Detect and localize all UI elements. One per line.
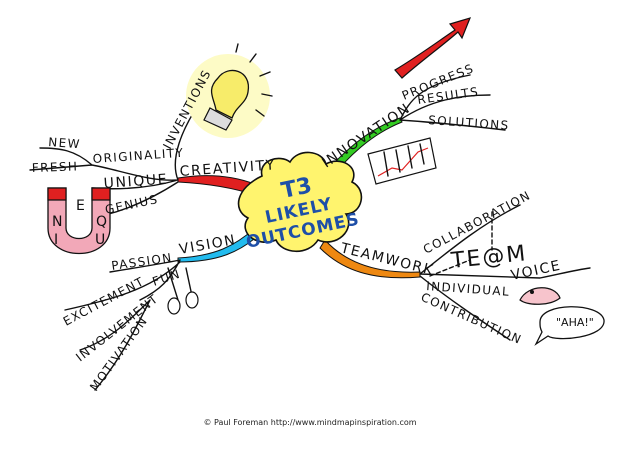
central-cloud [237,151,363,253]
label-originality: ORIGINALITY [92,146,184,166]
credit-footer: © Paul Foreman http://www.mindmapinspira… [203,418,417,427]
label-individual: INDIVIDUAL [426,279,511,299]
balloons-icon [167,267,199,315]
magnet-letter-q: Q [96,214,109,230]
speech-bubble-icon [534,306,605,346]
magnet-icon [47,187,111,255]
creativity-sub-lines [29,94,206,216]
magnet-letter-i: I [54,232,60,248]
label-unique: UNIQUE [103,172,169,192]
label-solutions: SOLUTIONS [428,113,510,133]
magnet-letter-e: E [76,198,86,214]
label-passion: PASSION [110,251,173,273]
label-genius: GENIUS [104,192,160,217]
center-title: T3 [279,173,314,204]
magnet-letter-n: N [52,214,64,230]
teamwork-sub-lines [419,204,591,341]
progress-arrow-icon [394,17,472,79]
lightbulb-icon [186,43,273,138]
teamwork-branch [319,239,421,279]
vision-sub-lines [64,259,181,391]
label-new: NEW [48,135,82,151]
face-icon [519,287,561,305]
label-creativity: CREATIVITY [179,157,276,180]
innovation-sub-lines [399,74,506,131]
label-fresh: FRESH [32,159,79,175]
dashed-link [429,211,493,277]
magnet-letter-u: U [95,232,107,248]
chart-icon [367,137,437,185]
label-fun: FUN [151,267,183,289]
speech-bubble-text: "AHA!" [556,316,594,329]
